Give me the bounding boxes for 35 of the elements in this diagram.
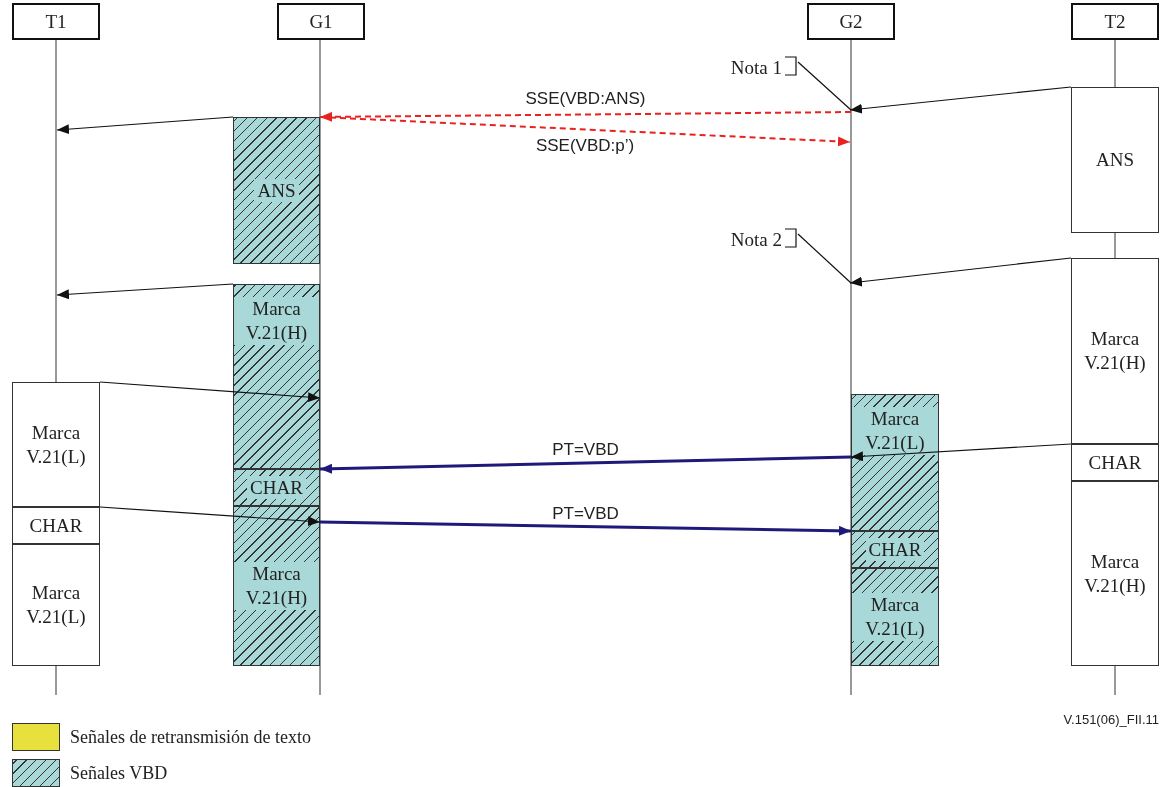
signal-box: Marca V.21(H)	[1071, 258, 1159, 444]
arrow	[849, 257, 1072, 287]
note-label: Nota 2	[730, 230, 782, 249]
leader-line	[797, 233, 852, 284]
legend-label: Señales de retransmisión de texto	[70, 726, 311, 748]
lifeline-header: G2	[807, 3, 895, 40]
signal-box: CHAR	[12, 507, 100, 544]
signal-box: Marca V.21(L)	[12, 382, 100, 507]
signal-box: Marca V.21(L)	[12, 544, 100, 666]
legend-label: Señales VBD	[70, 762, 168, 784]
figure-reference: V.151(06)_FII.11	[1063, 712, 1159, 727]
arrow	[319, 520, 852, 536]
arrow	[850, 443, 1072, 462]
vbd-signal-box: Marca V.21(L)	[851, 394, 939, 531]
vbd-signal-box: ANS	[233, 117, 320, 264]
signal-box: Marca V.21(H)	[1071, 481, 1159, 666]
arrow	[319, 455, 852, 474]
vbd-signal-box: CHAR	[233, 469, 320, 506]
leader-line	[797, 61, 852, 111]
signal-box: ANS	[1071, 87, 1159, 233]
arrow	[56, 283, 234, 300]
vbd-signal-box: Marca V.21(H)	[233, 284, 320, 469]
lifeline-header: T2	[1071, 3, 1159, 40]
vbd-signal-box: Marca V.21(H)	[233, 506, 320, 666]
lifeline-header: T1	[12, 3, 100, 40]
arrow	[319, 116, 851, 147]
signal-box: CHAR	[1071, 444, 1159, 481]
arrow	[99, 381, 321, 403]
arrow	[99, 506, 321, 527]
note-label: Nota 1	[730, 58, 782, 77]
vbd-signal-box: Marca V.21(L)	[851, 568, 939, 666]
arrow	[849, 86, 1072, 114]
lifeline-header: G1	[277, 3, 365, 40]
arrow	[56, 116, 234, 135]
vbd-signal-box: CHAR	[851, 531, 939, 568]
